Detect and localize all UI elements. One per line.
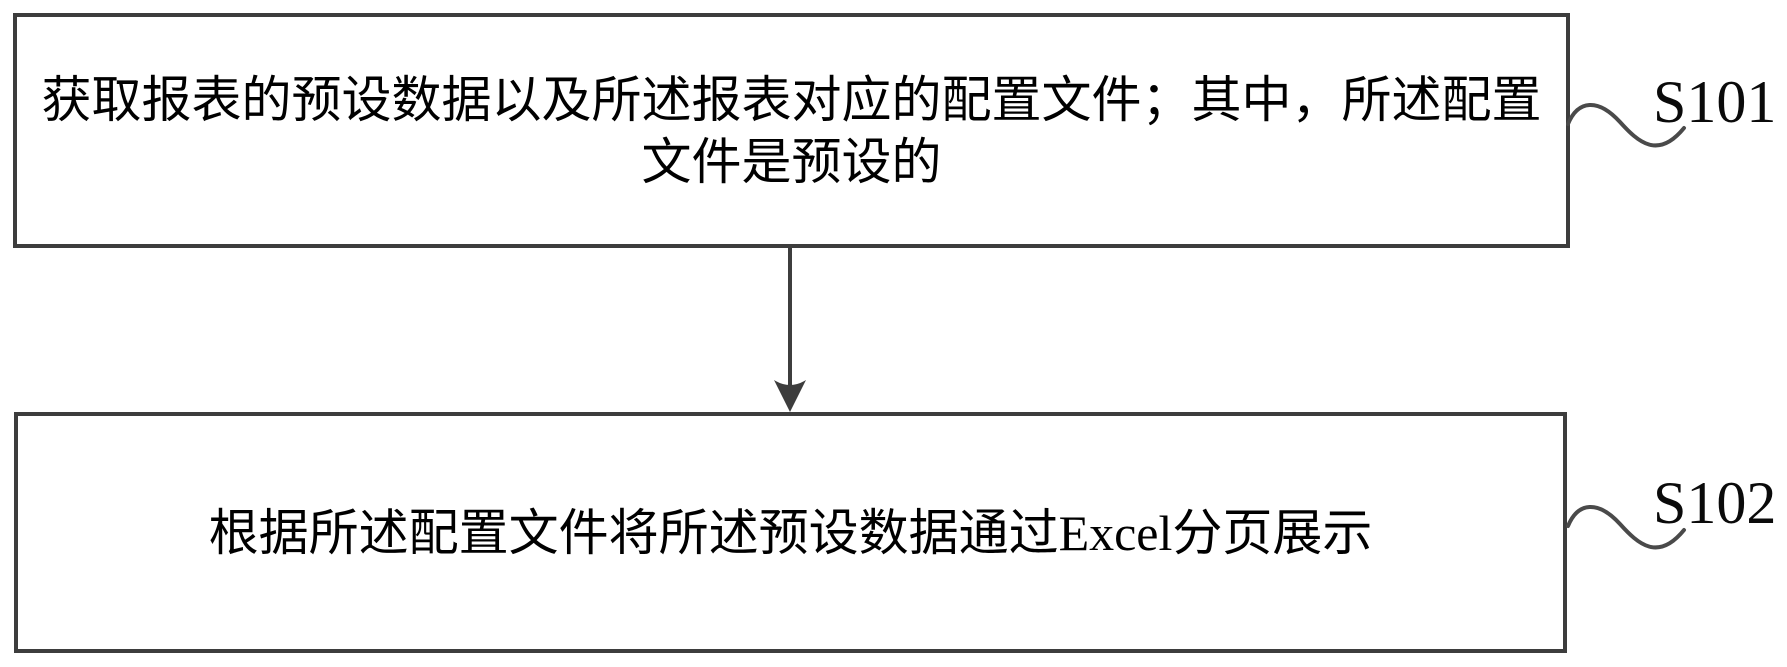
step-box-s101: 获取报表的预设数据以及所述报表对应的配置文件；其中，所述配置 文件是预设的 (13, 13, 1570, 248)
squiggle-connector-s101-icon (1566, 103, 1686, 148)
step-s101-line-2: 文件是预设的 (641, 133, 942, 190)
step-text-s102: 根据所述配置文件将所述预设数据通过Excel分页展示 (18, 502, 1563, 564)
step-box-s102: 根据所述配置文件将所述预设数据通过Excel分页展示 (14, 412, 1567, 653)
step-s102-line-1: 根据所述配置文件将所述预设数据通过Excel分页展示 (208, 504, 1373, 561)
step-label-s102: S102 (1653, 470, 1777, 536)
squiggle-connector-s102-icon (1566, 505, 1686, 550)
step-s101-line-1: 获取报表的预设数据以及所述报表对应的配置文件；其中，所述配置 (41, 71, 1542, 128)
step-label-s101: S101 (1653, 69, 1777, 135)
step-text-s101: 获取报表的预设数据以及所述报表对应的配置文件；其中，所述配置 文件是预设的 (17, 69, 1566, 193)
flow-arrow-down-icon (774, 248, 806, 412)
